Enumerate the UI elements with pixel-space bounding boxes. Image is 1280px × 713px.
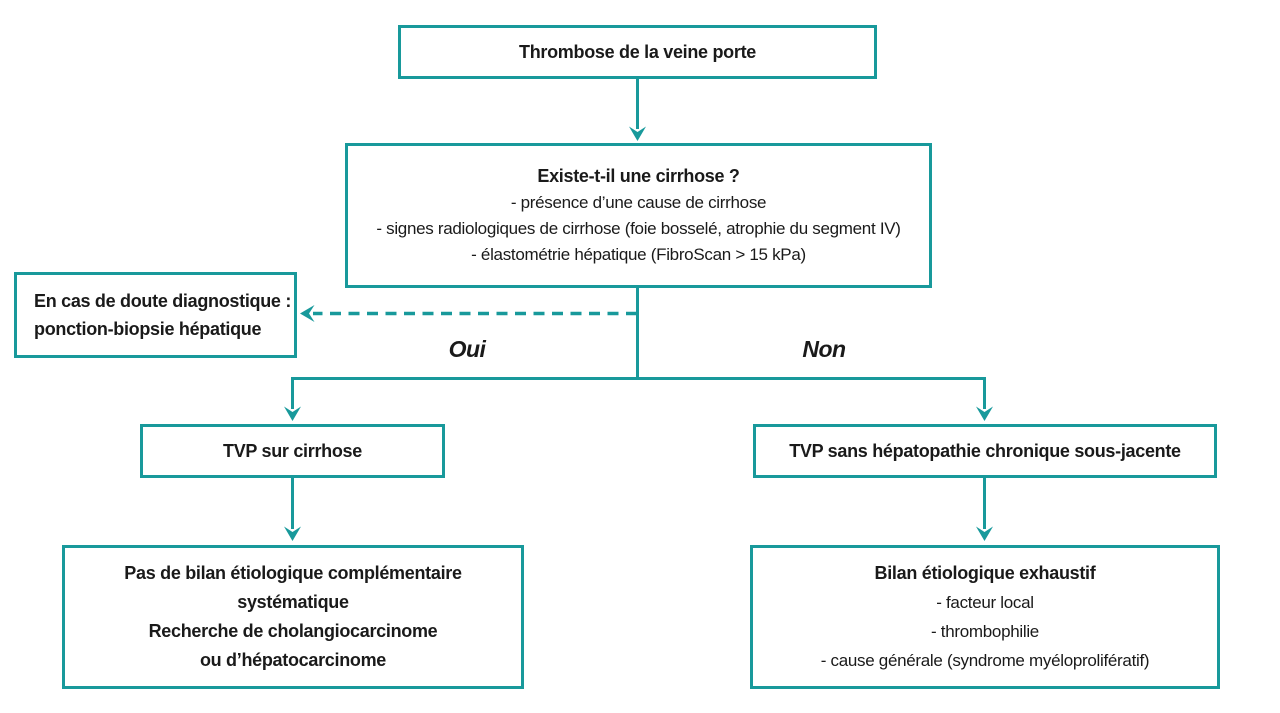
no-workup-line: Recherche de cholangiocarcinome bbox=[148, 621, 438, 641]
arrowhead-to-biopsy-note bbox=[300, 305, 315, 322]
question-item: - présence d’une cause de cirrhose bbox=[510, 193, 767, 212]
full-workup-box: Bilan étiologique exhaustif - facteur lo… bbox=[750, 545, 1220, 689]
tvp-no-liver-disease-box: TVP sans hépatopathie chronique sous-jac… bbox=[753, 424, 1217, 478]
arrowhead-root-to-question bbox=[629, 126, 646, 141]
root-title: Thrombose de la veine porte bbox=[519, 41, 756, 62]
no-workup-line: ou d’hépatocarcinome bbox=[199, 650, 387, 670]
full-workup-title: Bilan étiologique exhaustif bbox=[874, 563, 1096, 583]
yes-branch-label: Oui bbox=[448, 336, 486, 362]
arrowhead-yes-outcome bbox=[284, 526, 301, 541]
full-workup-item: - facteur local bbox=[936, 593, 1034, 612]
question-item: - signes radiologiques de cirrhose (foie… bbox=[376, 219, 901, 238]
no-branch-label: Non bbox=[802, 336, 846, 362]
arrowhead-yes-branch bbox=[284, 406, 301, 421]
arrowhead-no-outcome bbox=[976, 526, 993, 541]
question-item: - élastométrie hépatique (FibroScan > 15… bbox=[471, 245, 806, 264]
biopsy-note-line: En cas de doute diagnostique : bbox=[34, 291, 292, 311]
no-workup-line: systématique bbox=[237, 592, 349, 612]
full-workup-item: - cause générale (syndrome myéloprolifér… bbox=[820, 651, 1150, 670]
cirrhosis-question-box: Existe-t-il une cirrhose ? - présence d’… bbox=[345, 143, 932, 288]
no-workup-box: Pas de bilan étiologique complémentaire … bbox=[62, 545, 524, 689]
full-workup-item: - thrombophilie bbox=[931, 622, 1039, 641]
root-box: Thrombose de la veine porte bbox=[398, 25, 877, 79]
no-workup-line: Pas de bilan étiologique complémentaire bbox=[124, 563, 462, 583]
arrowhead-no-branch bbox=[976, 406, 993, 421]
tvp-no-liver-disease-title: TVP sans hépatopathie chronique sous-jac… bbox=[789, 440, 1181, 461]
question-title: Existe-t-il une cirrhose ? bbox=[537, 166, 740, 186]
tvp-cirrhosis-title: TVP sur cirrhose bbox=[223, 440, 362, 461]
tvp-cirrhosis-box: TVP sur cirrhose bbox=[140, 424, 445, 478]
biopsy-note-line: ponction-biopsie hépatique bbox=[34, 319, 262, 339]
biopsy-note-box: En cas de doute diagnostique : ponction-… bbox=[14, 272, 297, 358]
